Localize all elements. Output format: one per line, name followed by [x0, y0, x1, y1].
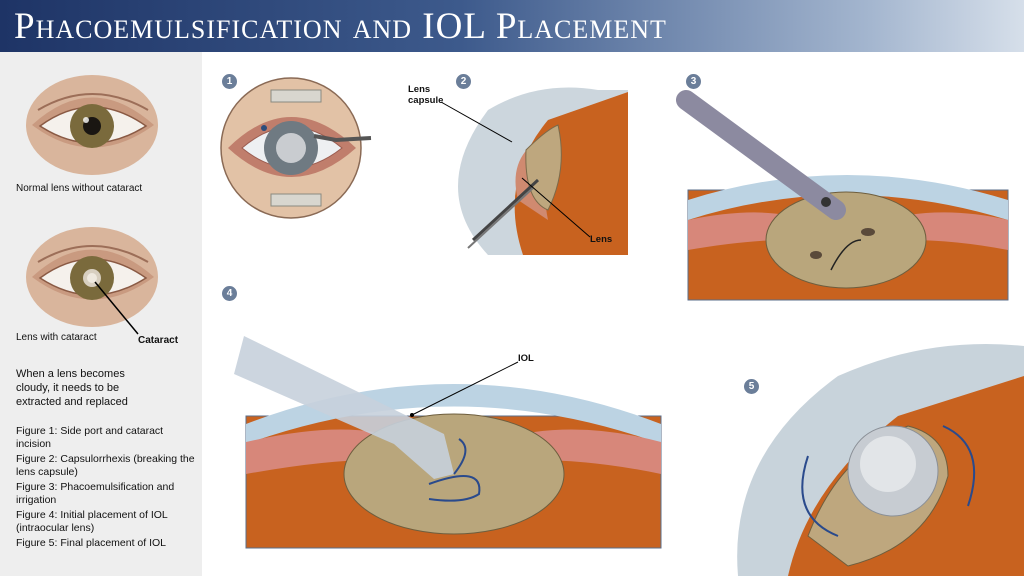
- legend-text: Initial placement of IOL (intraocular le…: [16, 509, 168, 534]
- figure-4-illustration: [234, 336, 662, 549]
- legend-text: Final placement of IOL: [60, 537, 167, 549]
- figure-1-badge: 1: [222, 74, 237, 89]
- cataract-caption: Lens with cataract: [16, 332, 97, 343]
- header-bar: Phacoemulsification and IOL Placement: [0, 0, 1024, 52]
- figure-3-badge: 3: [686, 74, 701, 89]
- normal-eye-illustration: [26, 75, 158, 175]
- page-title: Phacoemulsification and IOL Placement: [14, 6, 667, 47]
- legend-text: Capsulorrhexis (breaking the lens capsul…: [16, 453, 195, 478]
- figure-5-badge: 5: [744, 379, 759, 394]
- lens-label: Lens: [590, 234, 613, 245]
- figure-3-illustration: [676, 90, 1009, 301]
- cataract-label: Cataract: [138, 335, 179, 346]
- sidebar-note: When a lens becomes cloudy, it needs to …: [16, 368, 128, 408]
- legend-item: Figure 1: Side port and cataract incisio…: [16, 425, 164, 450]
- legend-item: Figure 4: Initial placement of IOL (intr…: [16, 509, 168, 534]
- figure-1-illustration: [220, 77, 372, 219]
- figure-2-badge: 2: [456, 74, 471, 89]
- cataract-eye-illustration: [26, 227, 158, 327]
- legend-label: Figure 2: [16, 453, 55, 465]
- figure-2-illustration: [458, 87, 628, 255]
- legend-text: Side port and cataract incision: [16, 425, 164, 450]
- legend-label: Figure 3: [16, 481, 55, 493]
- figure-4-badge: 4: [222, 286, 237, 301]
- legend-item: Figure 3: Phacoemulsification and irriga…: [16, 481, 175, 506]
- iol-label: IOL: [518, 353, 534, 364]
- legend-item: Figure 2: Capsulorrhexis (breaking the l…: [16, 453, 195, 478]
- legend-label: Figure 4: [16, 509, 55, 521]
- lens-capsule-label: Lens capsule: [408, 84, 444, 106]
- legend-label: Figure 5: [16, 537, 55, 549]
- normal-lens-caption: Normal lens without cataract: [16, 183, 143, 194]
- legend-text: Phacoemulsification and irrigation: [16, 481, 175, 506]
- legend-item: Figure 5: Final placement of IOL: [16, 537, 167, 549]
- legend-label: Figure 1: [16, 425, 55, 437]
- figure-5-illustration: [737, 344, 1024, 576]
